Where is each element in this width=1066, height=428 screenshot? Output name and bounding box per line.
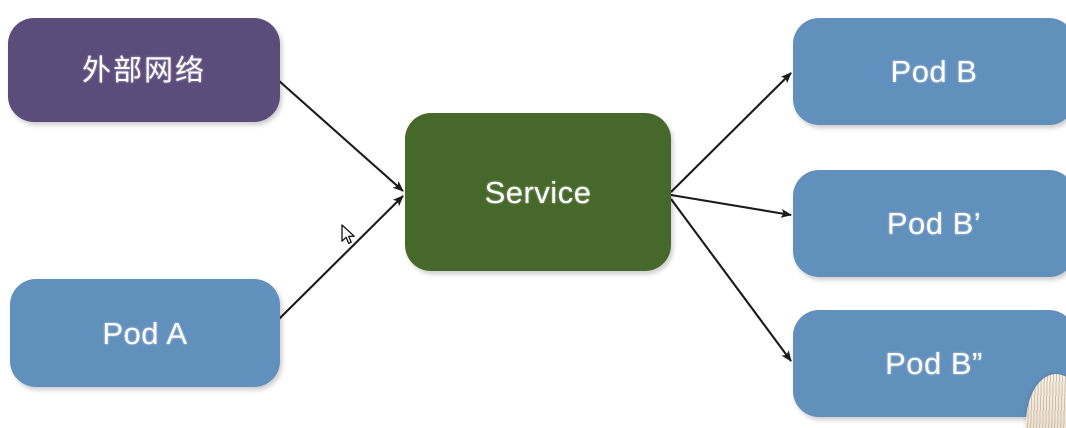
node-service-label: Service (484, 174, 592, 210)
edge-service-to-pod-b (670, 72, 792, 193)
node-pod-b-dprime-label: Pod B” (885, 346, 983, 381)
node-pod-a-label: Pod A (102, 315, 188, 351)
node-external-network[interactable]: 外部网络 (8, 18, 280, 122)
node-pod-b-label: Pod B (890, 54, 978, 89)
node-service[interactable]: Service (405, 113, 671, 271)
edge-service-to-pod-b-dprime (670, 198, 792, 362)
node-pod-a[interactable]: Pod A (10, 279, 280, 387)
node-external-network-label: 外部网络 (81, 52, 206, 87)
node-pod-b-prime[interactable]: Pod B’ (793, 170, 1066, 277)
mouse-cursor-icon (341, 224, 355, 245)
edge-pod-a-to-service (278, 195, 404, 320)
node-pod-b[interactable]: Pod B (793, 18, 1066, 125)
edge-external-network-to-service (268, 71, 404, 192)
node-pod-b-dprime[interactable]: Pod B” (793, 310, 1066, 417)
edge-service-to-pod-b-prime (670, 193, 792, 218)
node-pod-b-prime-label: Pod B’ (886, 206, 982, 241)
